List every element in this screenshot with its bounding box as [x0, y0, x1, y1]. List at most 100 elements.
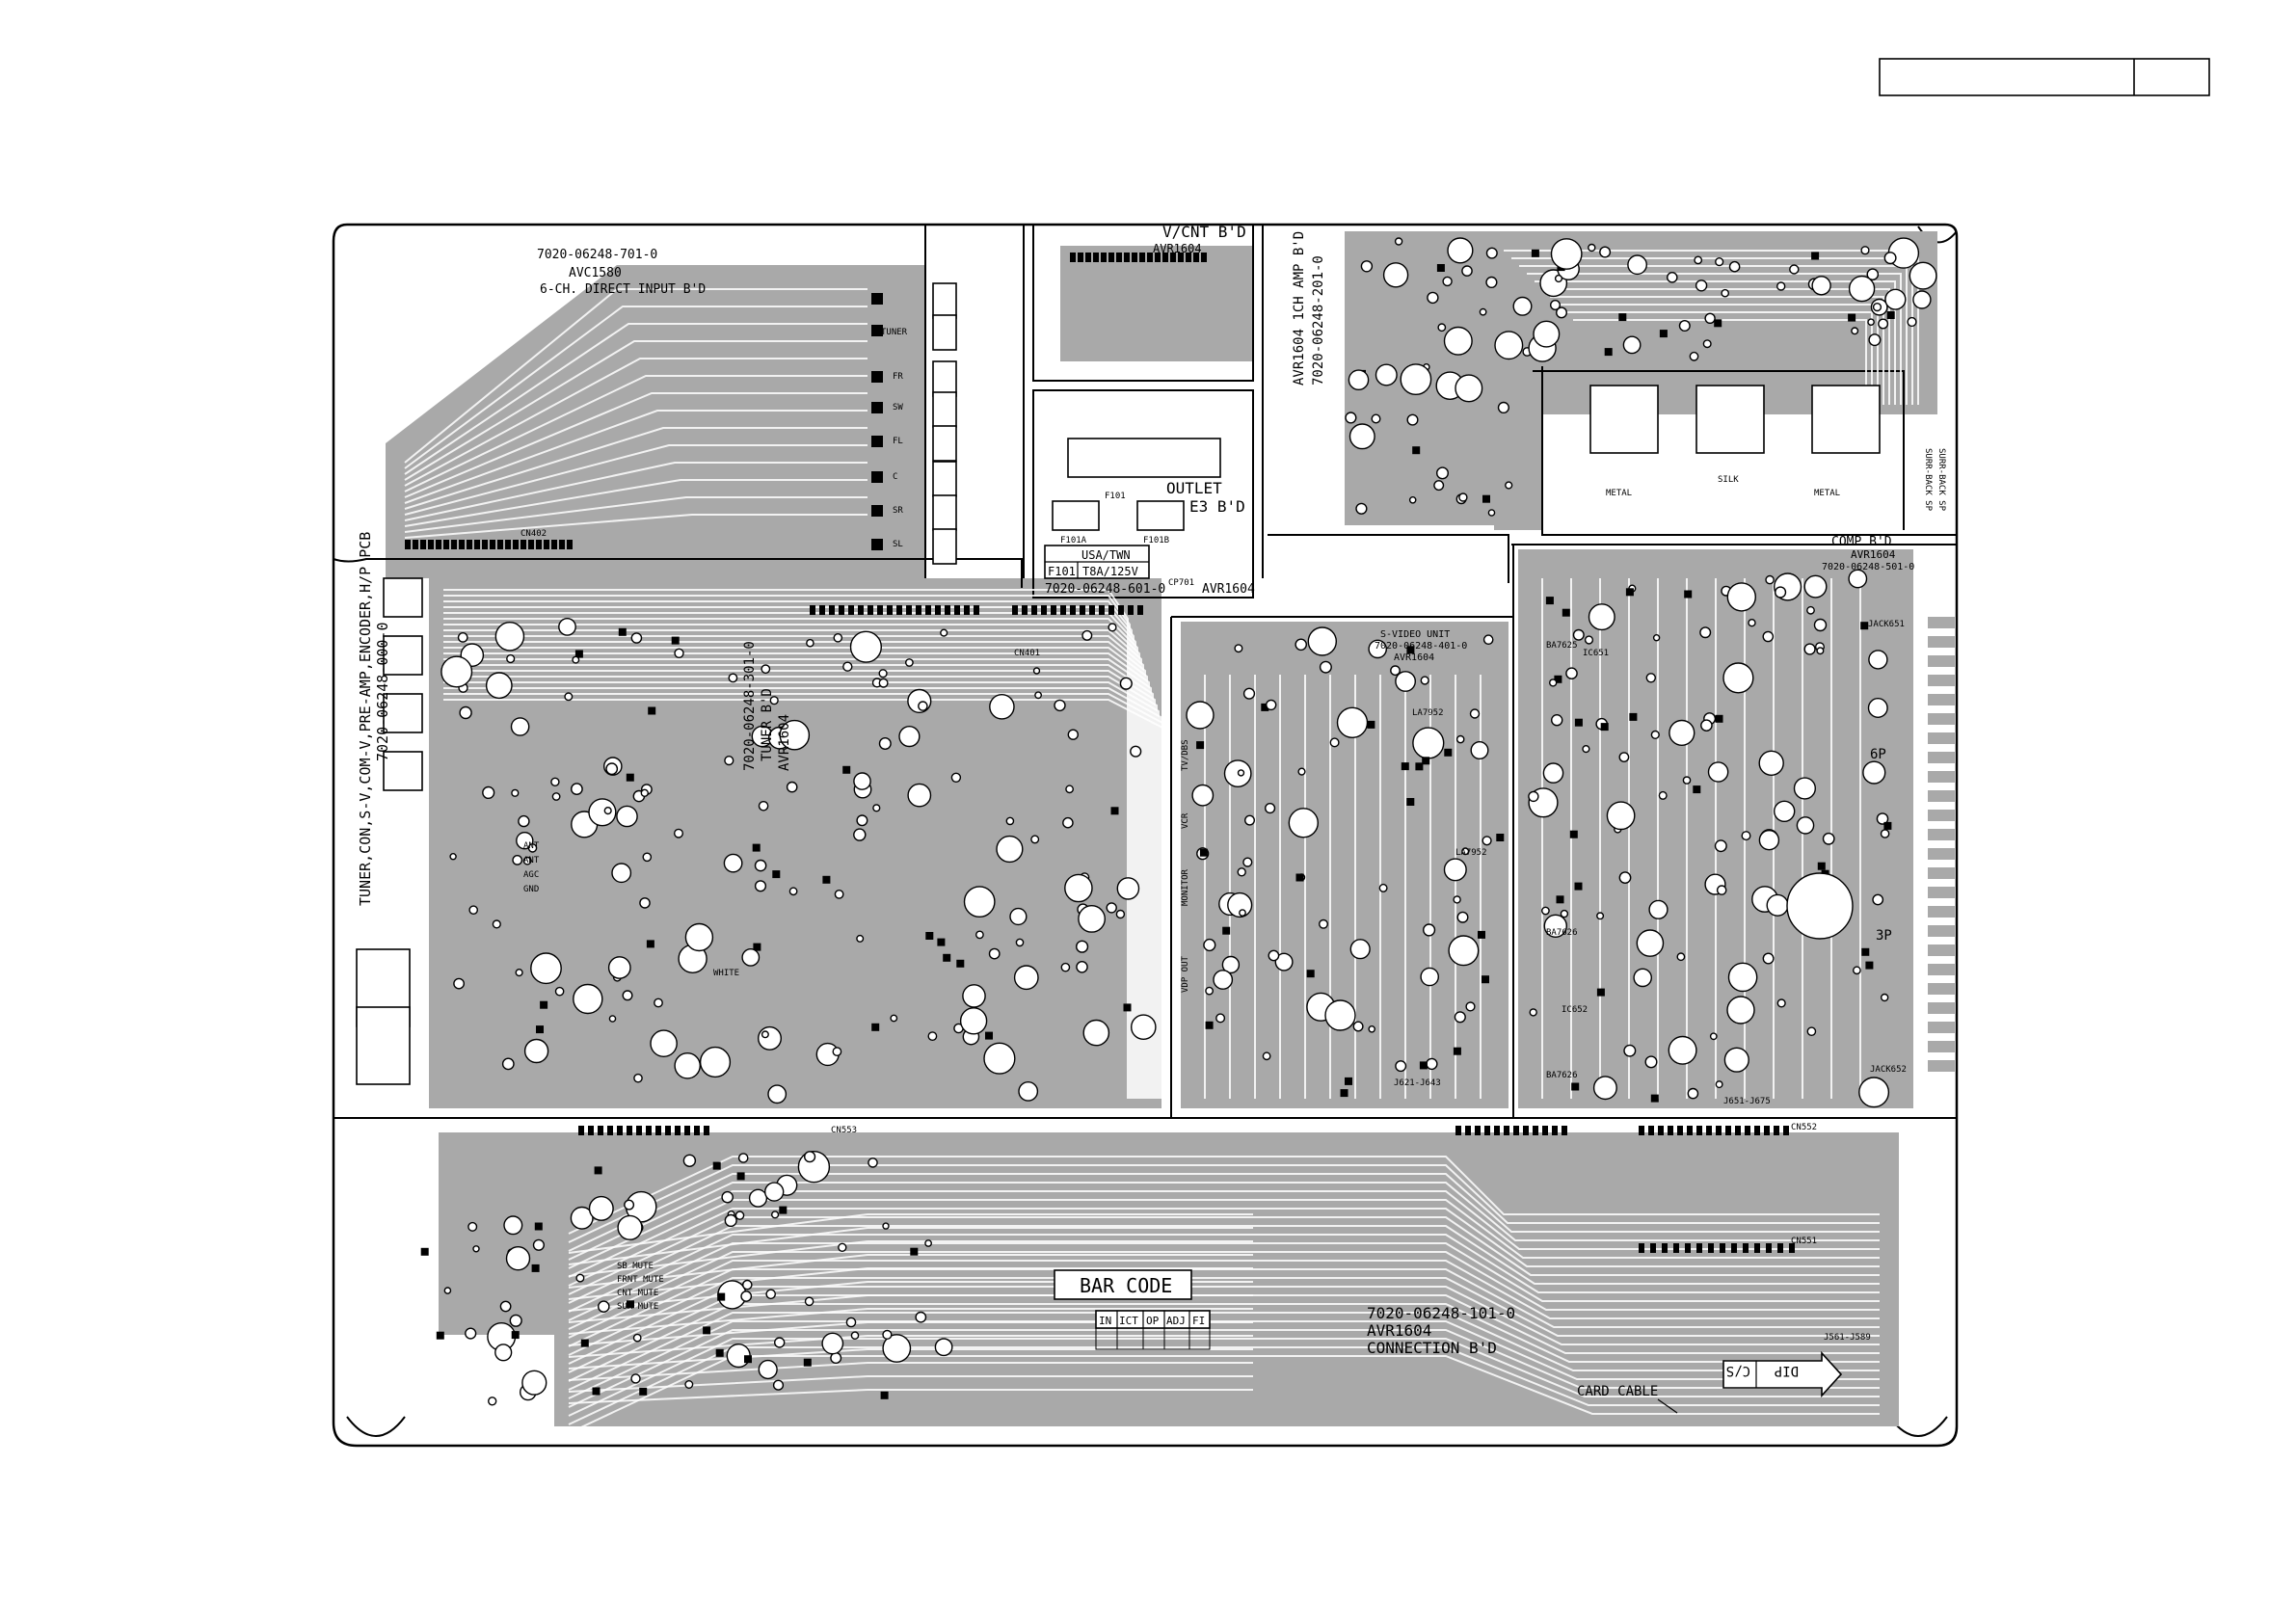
connector-finger	[1928, 636, 1955, 648]
pad	[1694, 255, 1703, 265]
capacitor	[1796, 816, 1815, 835]
sb-mute: SB MUTE	[617, 1262, 654, 1271]
pad	[598, 1300, 610, 1313]
trace	[568, 1312, 1880, 1391]
pad	[1550, 714, 1563, 727]
connector-finger	[1928, 713, 1955, 725]
trace	[404, 444, 868, 516]
capacitor	[530, 952, 562, 985]
jack-label-fr: FR	[893, 372, 903, 382]
pad	[1600, 723, 1609, 732]
trace	[568, 1182, 1880, 1261]
jack-pad	[871, 436, 883, 447]
pad	[1455, 734, 1465, 744]
conn-cn553: CN553	[831, 1126, 857, 1135]
capacitor	[1848, 569, 1868, 589]
connector-finger	[1928, 925, 1955, 937]
pad	[1110, 807, 1119, 815]
capacitor	[1443, 858, 1467, 882]
pad	[1714, 839, 1727, 853]
pad	[1065, 785, 1075, 794]
transistor-block	[1811, 385, 1881, 454]
rca-jack	[932, 425, 957, 462]
inspect-adj: ADJ	[1166, 1315, 1186, 1327]
fuse-pad	[1136, 500, 1185, 531]
jack-label-tuner: TUNER	[881, 328, 908, 337]
connector-pin	[1193, 253, 1199, 262]
capacitor	[1868, 650, 1888, 670]
connector-pin	[839, 605, 844, 615]
dip-arrow	[1722, 1350, 1843, 1398]
capacitor	[1727, 962, 1758, 993]
pad	[1123, 1003, 1132, 1012]
connector-finger	[1928, 1041, 1955, 1052]
trace	[1550, 296, 1884, 405]
pad	[1319, 660, 1332, 674]
connector-pin	[513, 540, 519, 549]
connector-pin	[1124, 253, 1130, 262]
connector-pin	[1116, 253, 1122, 262]
pad	[459, 705, 472, 720]
pad	[1714, 319, 1722, 328]
connector-pin	[474, 540, 480, 549]
direct-input-name: 6-CH. DIRECT INPUT B'D	[540, 282, 706, 297]
connector-pin	[1662, 1243, 1668, 1253]
pad	[744, 1355, 752, 1364]
capacitor	[1307, 626, 1338, 656]
pad	[1034, 691, 1043, 700]
pad	[633, 1073, 643, 1083]
header-info-box	[1879, 58, 2210, 96]
capacitor	[573, 983, 603, 1015]
jack-outline	[383, 635, 423, 676]
connector-finger	[1928, 945, 1955, 956]
connection-model: AVR1604	[1367, 1321, 1431, 1340]
pad	[878, 678, 889, 688]
connector-pin	[1155, 253, 1161, 262]
connector-pin	[1070, 253, 1076, 262]
capacitor	[1348, 369, 1370, 391]
pad	[1130, 745, 1142, 758]
pad	[774, 1337, 786, 1348]
rca-jack	[932, 391, 957, 428]
capacitor	[1627, 254, 1648, 276]
pad	[1482, 836, 1492, 846]
connector-pin	[1766, 1243, 1772, 1253]
connector-pin	[1720, 1243, 1725, 1253]
pad	[1435, 466, 1449, 480]
trace	[568, 1251, 1880, 1330]
pad	[853, 828, 867, 841]
capacitor	[523, 1038, 549, 1064]
connector-finger	[1928, 829, 1955, 840]
pad	[518, 814, 530, 828]
pad	[1237, 867, 1246, 877]
pad	[1549, 300, 1561, 311]
pad	[1345, 412, 1357, 424]
connector-pin	[1764, 1126, 1770, 1135]
connector-pin	[1677, 1126, 1683, 1135]
capacitor	[989, 694, 1015, 720]
pad	[1813, 618, 1828, 632]
pad	[488, 1397, 497, 1406]
pad	[1584, 635, 1594, 645]
pad	[734, 1211, 745, 1220]
pad	[1596, 912, 1605, 920]
capacitor	[1395, 671, 1417, 692]
pad	[1215, 1013, 1226, 1024]
connector-finger	[1928, 906, 1955, 918]
pad	[1554, 675, 1562, 683]
pad	[1239, 909, 1246, 917]
connector-pin	[1743, 1243, 1749, 1253]
pad	[1262, 1051, 1271, 1061]
conn-cn402: CN402	[521, 529, 547, 539]
connector-pin	[521, 540, 526, 549]
pad	[856, 934, 865, 943]
pad	[1776, 998, 1786, 1008]
pad	[752, 843, 761, 852]
rca-jack	[932, 282, 957, 319]
pad	[1454, 1011, 1466, 1024]
pad	[1203, 938, 1216, 952]
pad	[534, 1222, 543, 1231]
pad	[1715, 714, 1723, 723]
pad	[1453, 1047, 1461, 1055]
inspect-ict: ICT	[1119, 1315, 1138, 1327]
